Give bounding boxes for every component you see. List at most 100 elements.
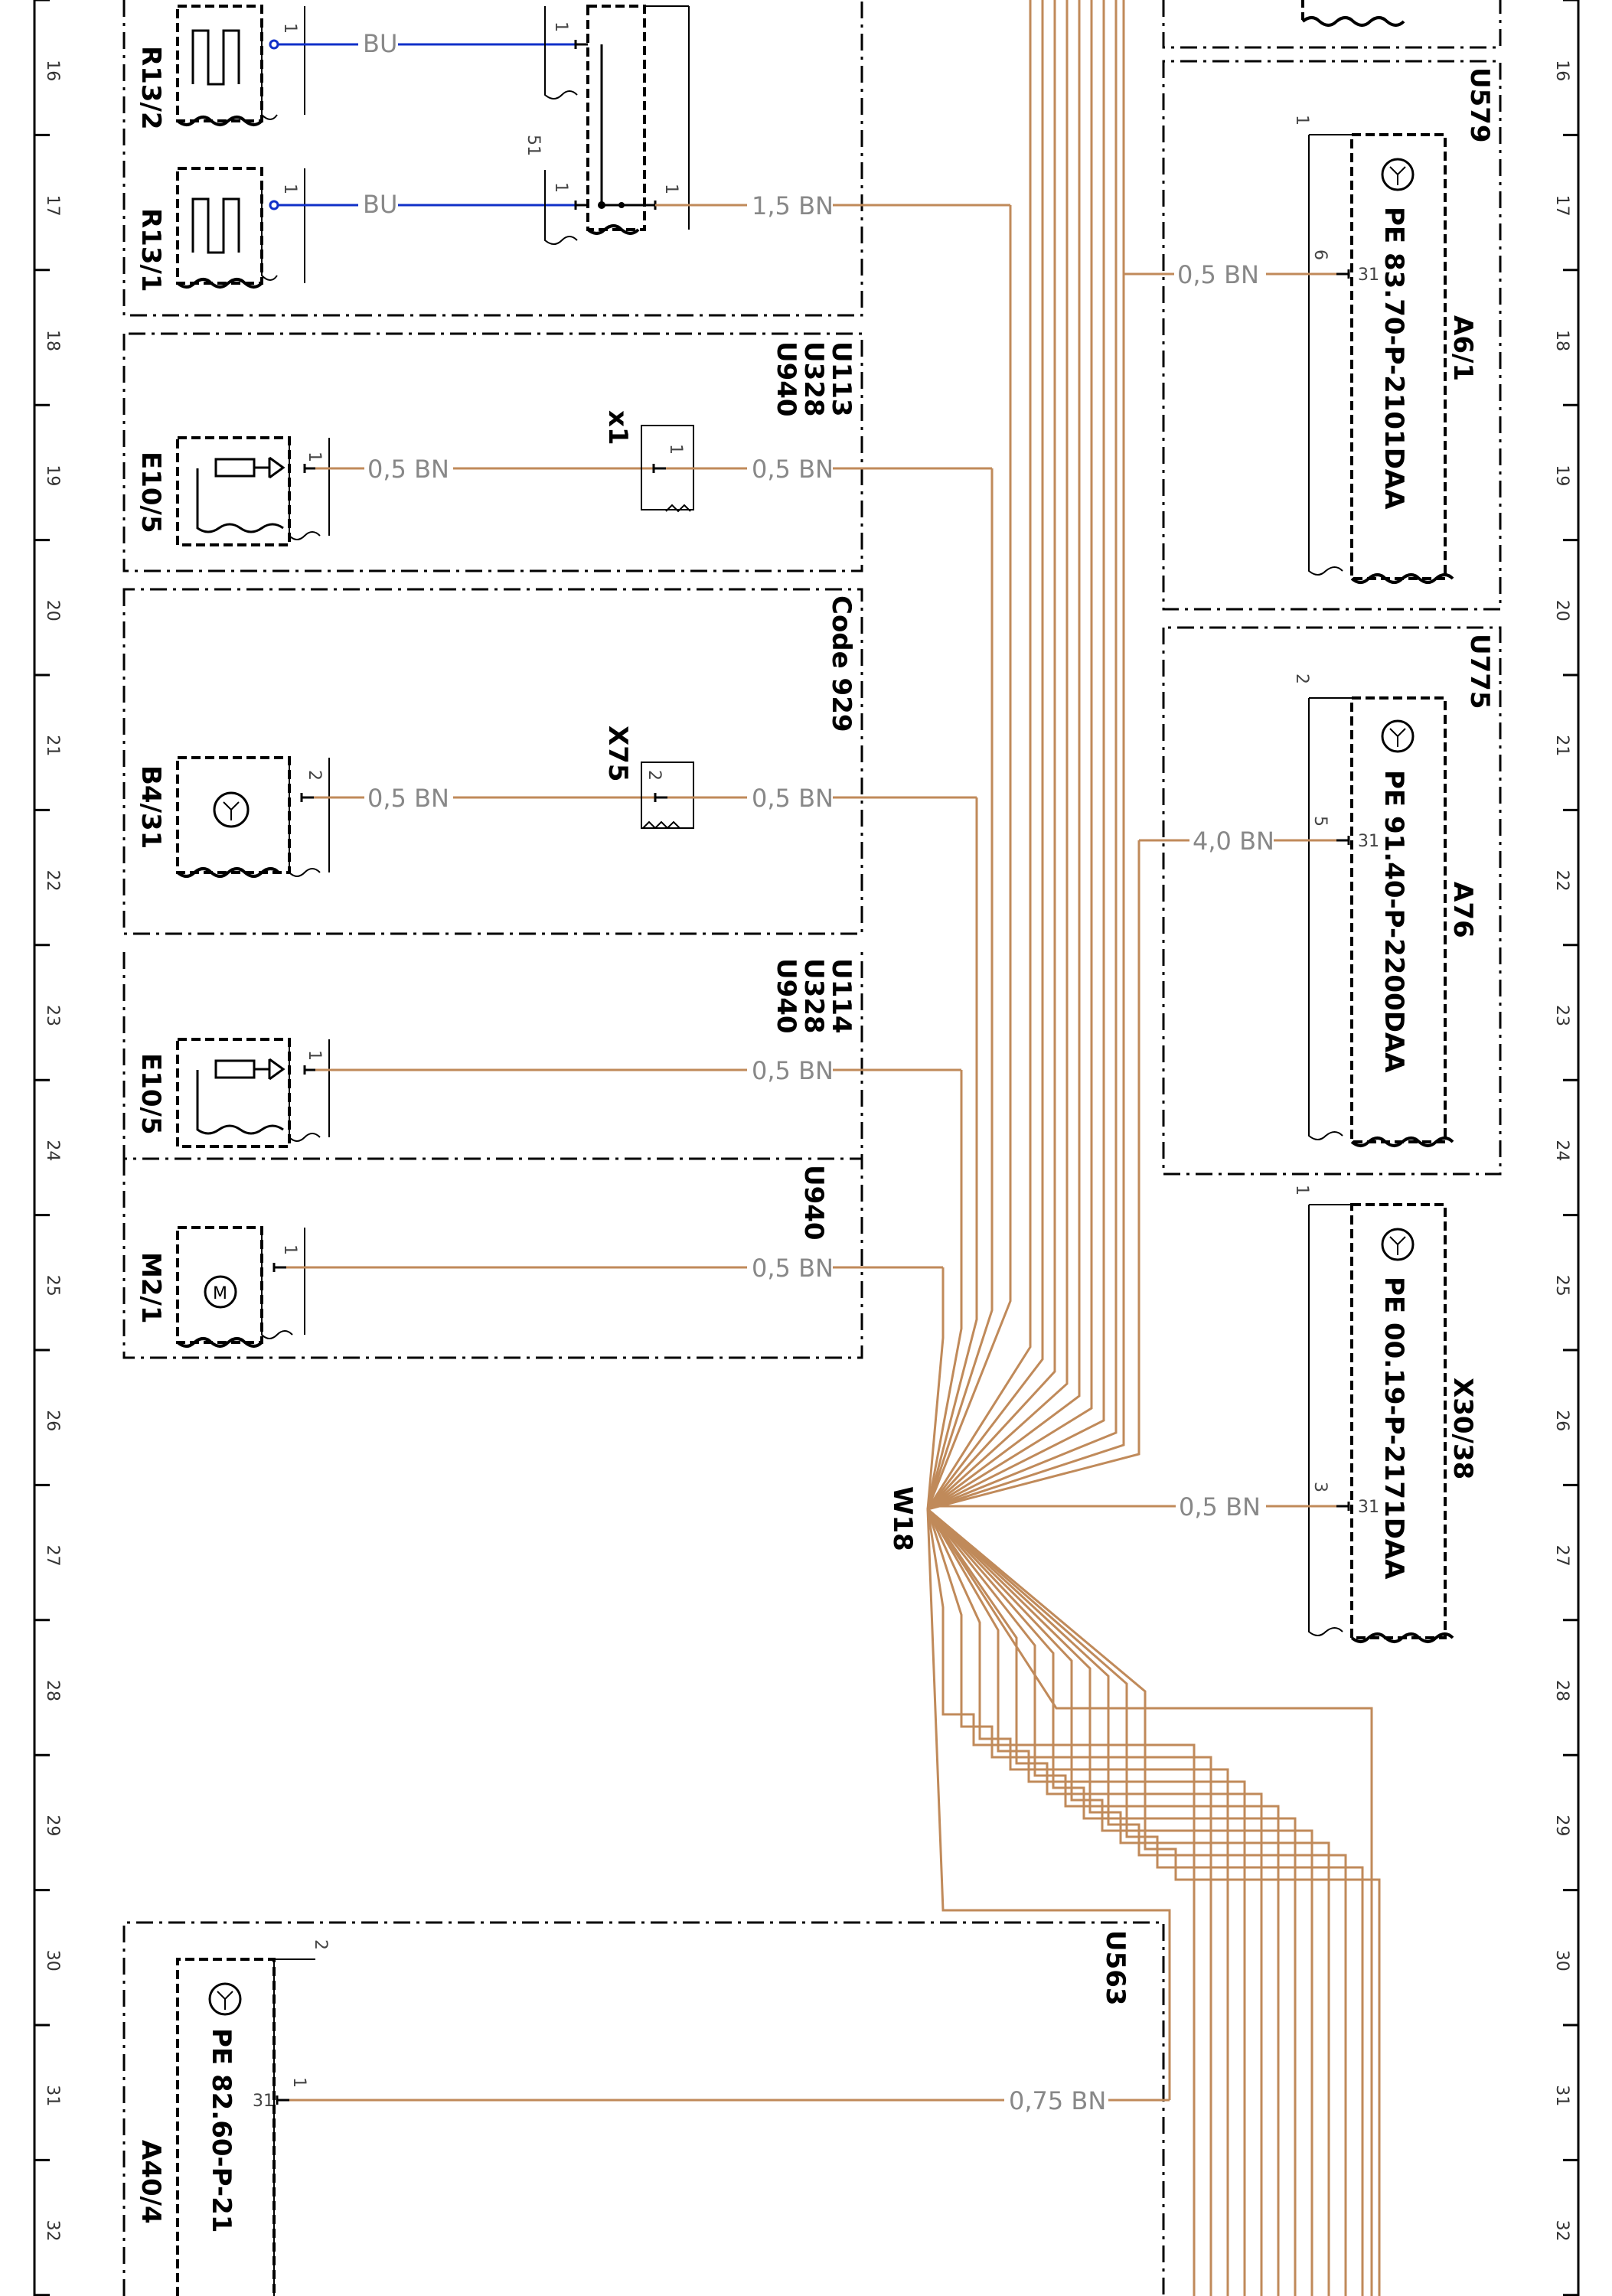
harness-wire-down-5 (926, 1508, 1280, 2296)
a76-pe-reference: PE 91.40-P-2200DAA (1379, 770, 1409, 1073)
right-ruler-number: 26 (1552, 1410, 1571, 1431)
x1-connector-pin: 1 (666, 444, 685, 455)
harness-wire-top-6 (927, 0, 1105, 1511)
harness-wire-down-8 (926, 1508, 1330, 2296)
harness-wire-top-7 (927, 0, 1118, 1511)
left-ruler-number: 18 (43, 330, 62, 351)
r13-1-heater: 1 R13/1 BU (135, 167, 576, 292)
a40-wire-label: 0,75 BN (1009, 2086, 1106, 2115)
harness-wire-top-8 (927, 0, 1125, 1511)
harness-wire-top-2 (926, 0, 1056, 1511)
a40-pin-31-label: 31 (253, 2092, 274, 2111)
r13-1-label: R13/1 (135, 208, 166, 292)
harness-wire-top-4 (927, 0, 1081, 1511)
harness-wire-down-3 (926, 1508, 1246, 2296)
a40-label: A40/4 (135, 2140, 166, 2224)
harness-wire-top-5 (927, 0, 1093, 1511)
r13-output-wire-label: 1,5 BN (752, 191, 834, 220)
e10-1-label: E10/5 (135, 452, 166, 533)
right-ruler-number: 20 (1552, 600, 1571, 621)
box-e10-5-second: U114 U328 U940 1 E10/5 0,5 BN (122, 952, 961, 1160)
a76-pin-top-label: 2 (1292, 673, 1311, 684)
a6-pin-31-label: 31 (1358, 266, 1379, 285)
harness-wire-top-1 (926, 0, 1044, 1510)
right-ruler-number: 32 (1552, 2220, 1571, 2242)
right-ruler-number: 28 (1552, 1680, 1571, 1701)
w18-splice-label: W18 (887, 1486, 918, 1551)
harness-wire-left-2 (926, 797, 978, 1510)
a6-pin-label: 6 (1310, 249, 1330, 260)
box-r13-heaters: 1 R13/2 BU 1 R13/1 BU (122, 0, 1010, 317)
right-ruler-number: 25 (1552, 1275, 1571, 1296)
box-a76: U775 2 PE 91.40-P-2200DAA A76 31 5 4,0 B… (1139, 626, 1502, 1176)
x30-pin-label: 3 (1310, 1482, 1330, 1492)
a40-pe-reference: PE 82.60-P-21 (206, 2028, 237, 2232)
e10-1-code-2: U328 (798, 341, 829, 417)
box-a6-1: U579 1 PE 83.70-P-2101DAA A6/1 31 6 0,5 … (1124, 60, 1502, 611)
left-ruler-number: 20 (43, 600, 62, 621)
e10-2-code-2: U328 (798, 958, 829, 1034)
right-ruler-number: 16 (1552, 60, 1571, 81)
left-ruler-number: 26 (43, 1410, 62, 1431)
b4-pin-label: 2 (305, 770, 324, 781)
box-e10-5-first: U113 U328 U940 1 E10/5 0,5 BN x1 1 0,5 B… (122, 332, 992, 572)
r13-2-pin-label: 1 (280, 23, 299, 34)
m2-pin-label: 1 (280, 1244, 299, 1255)
left-ruler-number: 28 (43, 1680, 62, 1701)
a6-pin-top-label: 1 (1292, 115, 1311, 126)
harness-wire-far-right (926, 1508, 1373, 2296)
box-m2-1: U940 M 1 M2/1 0,5 BN (122, 1159, 943, 1359)
harness-wire-down-11 (927, 1508, 1381, 2296)
e10-1-pin-label: 1 (305, 452, 324, 462)
a40-pin-label: 1 (289, 2077, 308, 2088)
r13-2-wire-label: BU (363, 29, 397, 58)
m2-code-label: U940 (798, 1165, 829, 1241)
harness-wire-left-0 (926, 205, 1012, 1510)
right-ruler-number: 30 (1552, 1950, 1571, 1971)
harness-wire-down-10 (927, 1508, 1364, 2296)
r13-1-pin-label: 1 (280, 184, 299, 194)
left-ruler-number: 30 (43, 1950, 62, 1971)
b4-label: B4/31 (135, 765, 166, 849)
harness-wire-left-1 (926, 468, 994, 1510)
right-ruler-number: 22 (1552, 870, 1571, 892)
right-ruler-number: 27 (1552, 1545, 1571, 1567)
a40-pin-top-label: 2 (311, 1939, 330, 1950)
right-ruler-number: 21 (1552, 735, 1571, 756)
x30-pin-top-label: 1 (1292, 1185, 1311, 1195)
x30-label: X30/38 (1447, 1378, 1478, 1479)
harness-wire-left-4 (926, 1267, 945, 1510)
right-ruler-number: 31 (1552, 2085, 1571, 2106)
a6-wire-label: 0,5 BN (1177, 260, 1259, 289)
a6-label: A6/1 (1447, 315, 1478, 381)
right-ruler-number: 19 (1552, 465, 1571, 486)
harness-wire-down-0 (926, 1508, 1196, 2296)
e10-2-pin-label: 1 (305, 1050, 324, 1061)
harness-wire-down-9 (926, 1508, 1347, 2296)
m2-motor-symbol: M (213, 1284, 227, 1303)
r13-2-label: R13/2 (135, 46, 166, 130)
a76-code-label: U775 (1464, 634, 1495, 709)
x30-wire-label: 0,5 BN (1179, 1492, 1261, 1521)
harness-wire-down-4 (926, 1508, 1263, 2296)
left-ruler-number: 24 (43, 1140, 62, 1161)
a6-pe-reference: PE 83.70-P-2101DAA (1379, 207, 1409, 510)
a76-wire-label: 4,0 BN (1193, 827, 1274, 856)
left-ruler-number: 21 (43, 735, 62, 756)
a76-label: A76 (1447, 882, 1478, 938)
harness-wire-down-1 (926, 1508, 1212, 2296)
right-ruler-number: 18 (1552, 330, 1571, 351)
b4-code-label: Code 929 (826, 595, 857, 732)
right-ruler-number: 29 (1552, 1815, 1571, 1836)
harness-wire-left-3 (926, 1070, 963, 1510)
b4-wire-out-label: 0,5 BN (752, 784, 834, 813)
e10-2-code-1: U114 (826, 958, 857, 1034)
r13-1-wire-label: BU (363, 190, 397, 219)
x1-connector-label: x1 (602, 410, 633, 445)
harness-wire-a40 (926, 1508, 1171, 2100)
a6-code-label: U579 (1464, 67, 1495, 143)
